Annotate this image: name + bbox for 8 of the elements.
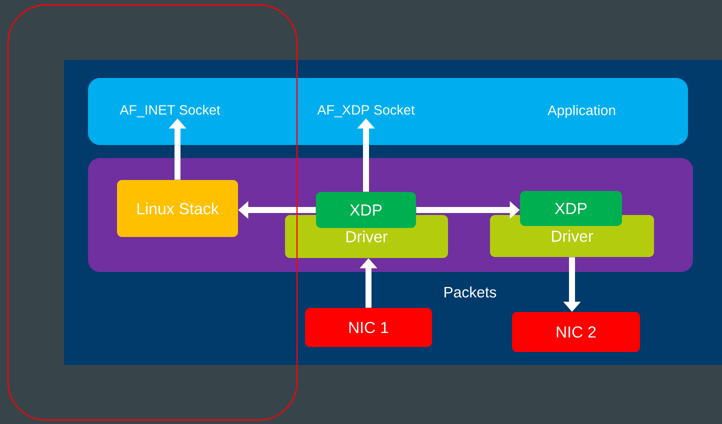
- socket-label: AF_XDP Socket: [317, 104, 415, 118]
- nic-box: NIC 2: [512, 312, 640, 352]
- xdp-box: XDP: [520, 191, 622, 226]
- nic-box: NIC 1: [305, 308, 432, 347]
- stack-box: Linux Stack: [117, 180, 238, 237]
- socket-label: AF_INET Socket: [120, 104, 220, 118]
- xdp-box: XDP: [316, 192, 416, 228]
- packets-label: Packets: [444, 286, 496, 298]
